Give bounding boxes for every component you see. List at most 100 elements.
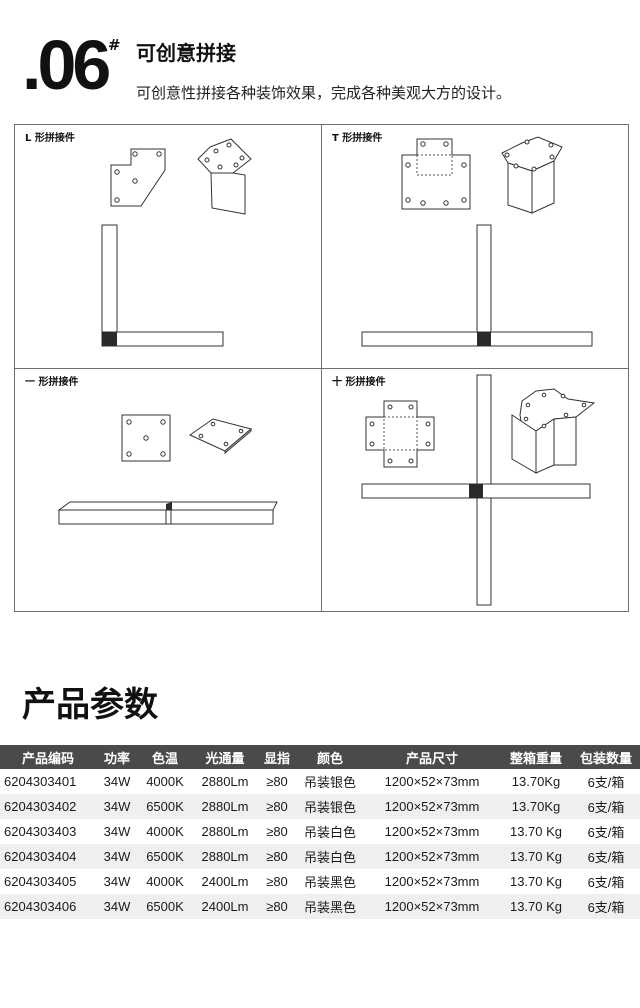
- table-cell: 6支/箱: [587, 875, 625, 890]
- l-bar-horizontal: [101, 331, 224, 347]
- panel-straight-label: 一 形拼接件: [25, 377, 79, 388]
- table-cell: 6支/箱: [572, 794, 640, 819]
- panel-cross-joint: 十 形拼接件: [322, 369, 628, 612]
- table-cell: 6支/箱: [572, 894, 640, 919]
- table-cell: 2880Lm: [192, 844, 258, 869]
- t-bar-vertical: [476, 224, 492, 339]
- table-cell: 6支/箱: [587, 775, 625, 790]
- col-header: 产品尺寸: [364, 745, 500, 769]
- table-cell: 4000K: [146, 874, 184, 889]
- table-cell: 吊装白色: [296, 844, 364, 869]
- table-cell: ≥80: [258, 794, 296, 819]
- l-joint-corner: [102, 332, 117, 346]
- col-header: 产品编码: [0, 745, 96, 769]
- table-cell: 34W: [96, 894, 138, 919]
- table-cell: 6204303404: [0, 844, 96, 869]
- table-cell: ≥80: [266, 774, 288, 789]
- joint-panels-grid: L 形拼接件: [14, 124, 629, 612]
- table-cell: 1200×52×73mm: [384, 774, 480, 789]
- table-cell: 6204303405: [4, 874, 77, 889]
- panel-t-label: T 形拼接件: [332, 133, 383, 144]
- table-cell: 6500K: [138, 794, 192, 819]
- table-cell: 6支/箱: [587, 825, 625, 840]
- cross-joint-illustration-icon: [362, 374, 596, 611]
- spec-table: 产品编码 功率 色温 光通量 显指 颜色 产品尺寸 整箱重量 包装数量 6204…: [0, 745, 640, 919]
- section-description: 可创意性拼接各种装饰效果，完成各种美观大方的设计。: [136, 84, 512, 102]
- table-cell: 13.70 Kg: [500, 844, 572, 869]
- cross-plate-flat: [365, 400, 435, 468]
- table-cell: 34W: [96, 844, 138, 869]
- table-cell: 吊装白色: [303, 825, 356, 840]
- table-cell: 2880Lm: [192, 794, 258, 819]
- l-joint-illustration-icon: [101, 138, 252, 347]
- table-row: 6204303405 34W 4000K 2400Lm ≥80 吊装黑色 120…: [0, 869, 640, 894]
- table-cell: 34W: [103, 774, 131, 789]
- panel-l-label: L 形拼接件: [25, 133, 75, 144]
- table-cell: 1200×52×73mm: [364, 844, 500, 869]
- params-title: 产品参数: [22, 685, 158, 725]
- table-cell: 34W: [103, 824, 131, 839]
- panel-l-joint: L 形拼接件: [15, 125, 321, 368]
- table-row: 6204303406 34W 6500K 2400Lm ≥80 吊装黑色 120…: [0, 894, 640, 919]
- section-mark: #: [108, 36, 121, 54]
- table-cell: 2880Lm: [201, 824, 249, 839]
- t-joint-center: [477, 332, 491, 346]
- col-header: 显指: [258, 745, 296, 769]
- cross-bracket-side: [553, 416, 577, 466]
- table-cell: 6204303406: [0, 894, 96, 919]
- table-cell: 6支/箱: [572, 844, 640, 869]
- col-header: 整箱重量: [500, 745, 572, 769]
- section-number: .06: [22, 26, 111, 104]
- table-cell: 2880Lm: [201, 774, 249, 789]
- t-bracket-side: [531, 160, 555, 214]
- l-plate-flat: [110, 148, 166, 207]
- section-title: 可创意拼接: [136, 41, 236, 65]
- l-plate-bent-side: [210, 172, 246, 215]
- table-row: 6204303404 34W 6500K 2880Lm ≥80 吊装白色 120…: [0, 844, 640, 869]
- table-cell: 6204303401: [4, 774, 77, 789]
- table-cell: 13.70Kg: [511, 774, 561, 789]
- table-row: 6204303402 34W 6500K 2880Lm ≥80 吊装银色 120…: [0, 794, 640, 819]
- table-cell: ≥80: [258, 844, 296, 869]
- table-cell: 吊装银色: [296, 794, 364, 819]
- panel-straight-joint: 一 形拼接件: [15, 369, 321, 612]
- table-cell: 6204303403: [4, 824, 77, 839]
- table-cell: 6204303402: [0, 794, 96, 819]
- table-cell: 吊装黑色: [296, 894, 364, 919]
- straight-joint-center: [166, 502, 172, 510]
- grid-divider-horizontal: [15, 368, 628, 369]
- table-row: 6204303403 34W 4000K 2880Lm ≥80 吊装白色 120…: [0, 819, 640, 844]
- table-cell: 6500K: [138, 844, 192, 869]
- table-cell: 6500K: [138, 894, 192, 919]
- table-cell: 4000K: [146, 824, 184, 839]
- t-plate-flat: [401, 138, 471, 210]
- table-cell: ≥80: [258, 894, 296, 919]
- col-header: 色温: [138, 745, 192, 769]
- spec-table-header: 产品编码 功率 色温 光通量 显指 颜色 产品尺寸 整箱重量 包装数量: [0, 745, 640, 769]
- table-cell: 13.70 Kg: [509, 824, 563, 839]
- table-cell: 1200×52×73mm: [364, 894, 500, 919]
- col-header: 包装数量: [572, 745, 640, 769]
- table-cell: 4000K: [146, 774, 184, 789]
- section-header: .06 # 可创意拼接 可创意性拼接各种装饰效果，完成各种美观大方的设计。: [0, 0, 640, 120]
- table-cell: 13.70 Kg: [500, 894, 572, 919]
- table-cell: 1200×52×73mm: [384, 874, 480, 889]
- col-header: 功率: [96, 745, 138, 769]
- table-cell: 吊装银色: [303, 775, 356, 790]
- table-cell: 13.70 Kg: [509, 874, 563, 889]
- table-cell: 34W: [96, 794, 138, 819]
- table-cell: 1200×52×73mm: [364, 794, 500, 819]
- table-cell: 2400Lm: [192, 894, 258, 919]
- cross-bar-horizontal: [362, 610, 592, 611]
- table-cell: 34W: [103, 874, 131, 889]
- panel-t-joint: T 形拼接件: [322, 125, 628, 368]
- col-header: 颜色: [296, 745, 364, 769]
- table-cell: ≥80: [266, 874, 288, 889]
- table-cell: ≥80: [266, 824, 288, 839]
- t-joint-illustration-icon: [361, 136, 593, 347]
- straight-joint-illustration-icon: [57, 414, 278, 525]
- table-cell: 2400Lm: [201, 874, 249, 889]
- col-header: 光通量: [192, 745, 258, 769]
- t-bracket-front: [507, 162, 533, 214]
- panel-cross-label: 十 形拼接件: [332, 377, 386, 388]
